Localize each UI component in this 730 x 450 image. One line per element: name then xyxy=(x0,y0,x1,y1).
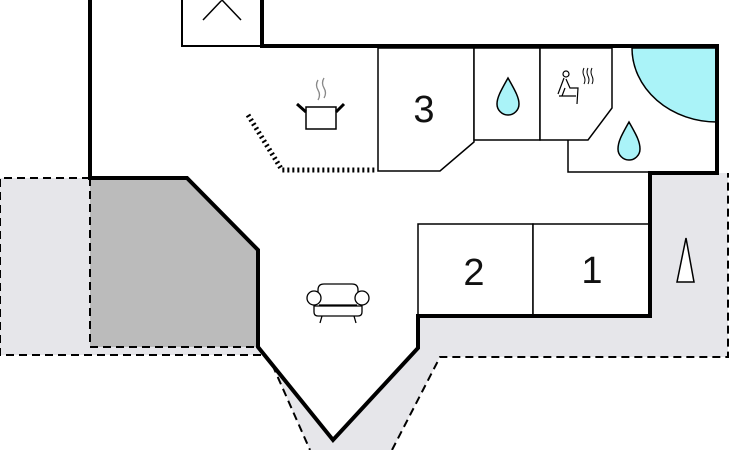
sauna-icon xyxy=(557,67,594,105)
armchair-icon xyxy=(306,283,370,324)
kitchen-pot-icon xyxy=(296,77,346,130)
bath-drop-icon xyxy=(617,120,641,161)
house-outline xyxy=(88,0,719,444)
bathroom-wall xyxy=(567,140,650,173)
stair-x-icon xyxy=(202,0,242,21)
pool xyxy=(631,47,718,123)
terrace xyxy=(0,173,728,450)
covered-terrace xyxy=(90,178,258,347)
terrace-outline xyxy=(0,173,729,450)
stair-box xyxy=(181,0,263,47)
kitchen-counter xyxy=(245,113,376,173)
entrance-triangle-icon xyxy=(676,237,695,283)
room-1-label: 1 xyxy=(581,250,602,292)
room-2-label: 2 xyxy=(463,252,484,294)
room-3-label: 3 xyxy=(413,89,434,131)
shower-drop-icon xyxy=(496,76,520,116)
covered-outline xyxy=(89,178,258,348)
room-1 xyxy=(532,223,651,317)
